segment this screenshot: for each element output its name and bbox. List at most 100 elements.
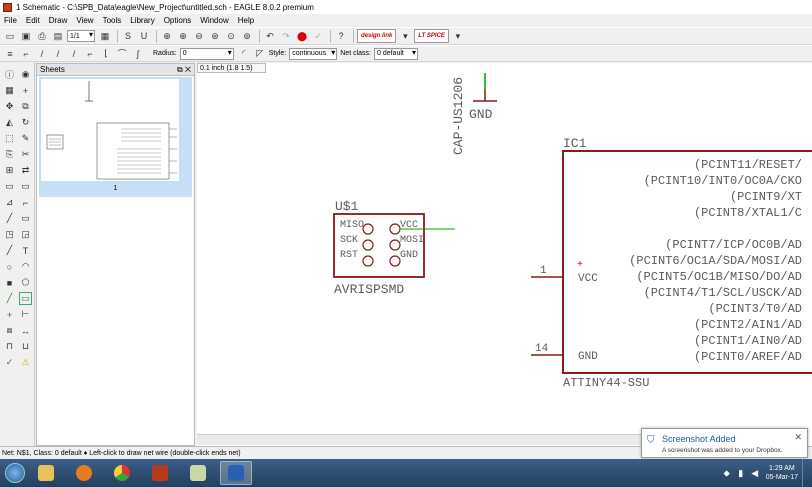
invoke-icon[interactable]: ▭ [21, 213, 30, 223]
name-icon[interactable]: ▭ [5, 181, 14, 191]
circle-icon[interactable]: ○ [6, 261, 13, 272]
undo-icon[interactable]: ↶ [266, 30, 274, 41]
zoom-redraw-icon[interactable]: ⊛ [211, 30, 219, 41]
wire-bend-7-icon[interactable]: ∫ [136, 48, 140, 59]
change-icon[interactable]: ✎ [21, 133, 30, 143]
help-icon[interactable]: ? [338, 31, 344, 41]
pinswap-icon[interactable]: ◲ [21, 229, 30, 239]
menu-tools[interactable]: Tools [102, 16, 122, 25]
panel-controls-icon[interactable]: ⧉ ✕ [176, 64, 191, 74]
cam-processor-icon[interactable]: ▤ [53, 30, 63, 41]
print-icon[interactable]: ⎙ [38, 30, 46, 41]
dropbox-icon[interactable]: ⬥ [723, 467, 730, 478]
menu-draw[interactable]: Draw [48, 16, 68, 25]
wire-bend-3-icon[interactable]: / [72, 48, 76, 59]
module-icon[interactable]: ⊔ [21, 341, 30, 351]
design-link-button[interactable]: design link [357, 29, 397, 43]
horizontal-scrollbar[interactable] [197, 434, 642, 445]
delete-icon[interactable]: ✂ [21, 149, 30, 159]
miter-round-icon[interactable]: ◜ [241, 48, 246, 58]
stop-icon[interactable]: ⬤ [296, 30, 308, 41]
taskbar-eagle[interactable] [144, 461, 176, 485]
board-icon[interactable]: ▦ [100, 30, 110, 41]
mark-icon[interactable]: + [22, 85, 29, 96]
rotate-icon[interactable]: ↻ [21, 117, 30, 127]
menu-file[interactable]: File [4, 16, 17, 25]
wire-bend-5-icon[interactable]: ⌊ [104, 48, 108, 58]
lt-spice-button[interactable]: LT SPICE [414, 29, 449, 43]
open-icon[interactable]: ▭ [5, 30, 15, 41]
smash-icon[interactable]: ⊿ [5, 197, 14, 207]
zoom-in-icon[interactable]: ⊕ [179, 30, 187, 41]
wire-icon[interactable]: ╱ [6, 245, 13, 255]
go-icon[interactable]: ✓ [314, 30, 322, 41]
rect-icon[interactable]: ■ [6, 277, 13, 288]
bus-icon[interactable]: ╱ [6, 293, 13, 303]
menu-library[interactable]: Library [130, 16, 155, 25]
copy-icon[interactable]: ⧉ [22, 101, 29, 111]
taskbar-explorer[interactable] [30, 461, 62, 485]
info-icon[interactable]: ⓘ [4, 70, 14, 80]
network-icon[interactable]: ▮ [738, 467, 744, 478]
group-icon[interactable]: ⬚ [5, 133, 14, 143]
chevron-down-icon[interactable]: ▾ [455, 30, 461, 41]
system-clock[interactable]: 1:29 AM 05-Mar-17 [766, 464, 798, 482]
wire-bend-2-icon[interactable]: / [56, 48, 60, 59]
menu-options[interactable]: Options [163, 16, 192, 25]
sheet-select[interactable]: 1/1 [67, 30, 95, 42]
taskbar-photos[interactable] [182, 461, 214, 485]
move-icon[interactable]: ✥ [5, 101, 14, 111]
miter-straight-icon[interactable]: ◸ [256, 48, 264, 58]
save-icon[interactable]: ▣ [21, 30, 31, 41]
taskbar-media-player[interactable] [68, 461, 100, 485]
value-icon[interactable]: ▭ [21, 181, 30, 191]
radius-input[interactable]: 0 [179, 47, 234, 60]
replace-icon[interactable]: ⇄ [21, 165, 30, 175]
miter-icon[interactable]: ⌐ [22, 197, 29, 208]
script-icon[interactable]: S [124, 31, 131, 41]
zoom-last-icon[interactable]: ⊚ [243, 30, 251, 41]
net-icon[interactable]: ▭ [19, 292, 32, 305]
polygon-icon[interactable]: ⬠ [21, 277, 30, 287]
wire-bend-6-icon[interactable]: ⌒ [117, 49, 127, 59]
add-part-icon[interactable]: ⊞ [5, 165, 14, 175]
arc-icon[interactable]: ◠ [21, 261, 30, 271]
erc-icon[interactable]: ✓ [5, 357, 14, 367]
show-eye-icon[interactable]: ◉ [21, 69, 30, 79]
redo-icon[interactable]: ↷ [282, 30, 290, 41]
taskbar-word[interactable] [220, 461, 252, 485]
dimension-icon[interactable]: ↔ [21, 325, 30, 336]
start-button[interactable] [0, 459, 30, 487]
netclass-select[interactable]: 0 default [373, 47, 418, 60]
menu-edit[interactable]: Edit [25, 16, 40, 25]
ulp-icon[interactable]: U [140, 31, 148, 41]
zoom-out-icon[interactable]: ⊖ [195, 30, 203, 41]
gateswap-icon[interactable]: ◳ [5, 229, 14, 239]
display-layers-icon[interactable]: ▦ [5, 85, 14, 95]
attribute-icon[interactable]: ⧇ [6, 325, 13, 335]
label-icon[interactable]: ⊢ [21, 309, 30, 319]
text-icon[interactable]: T [22, 245, 29, 256]
warning-icon[interactable]: ⚠ [21, 357, 30, 367]
isp-symbol[interactable] [333, 213, 425, 278]
close-icon[interactable]: ✕ [794, 432, 802, 442]
sheet-thumbnail[interactable]: 1 [39, 77, 192, 197]
window-title-bar[interactable]: 1 Schematic - C:\SPB_Data\eagle\New_Proj… [0, 0, 812, 14]
taskbar-chrome[interactable] [106, 461, 138, 485]
mirror-icon[interactable]: ◭ [6, 117, 13, 127]
zoom-fit-icon[interactable]: ⊕ [163, 30, 171, 41]
volume-icon[interactable]: ◀ [751, 467, 759, 478]
menu-view[interactable]: View [76, 16, 94, 25]
frame-icon[interactable]: ⊓ [5, 341, 14, 351]
zoom-select-icon[interactable]: ⊙ [227, 30, 235, 41]
chevron-down-icon[interactable]: ▾ [403, 30, 408, 41]
menu-window[interactable]: Window [200, 16, 229, 25]
wire-bend-1-icon[interactable]: / [40, 48, 44, 59]
ic-symbol[interactable] [562, 150, 812, 374]
style-select[interactable]: continuous [289, 47, 338, 60]
dropbox-notification[interactable]: ⛉ Screenshot Added A screenshot was adde… [641, 428, 808, 458]
wire-bend-4-icon[interactable]: ⌐ [87, 48, 93, 59]
schematic-drawing[interactable]: GND CAP-US1206 U$1 MISO SCK RST VCC MOSI… [197, 63, 812, 447]
menu-help[interactable]: Help [237, 16, 255, 25]
show-desktop-button[interactable] [802, 459, 812, 487]
